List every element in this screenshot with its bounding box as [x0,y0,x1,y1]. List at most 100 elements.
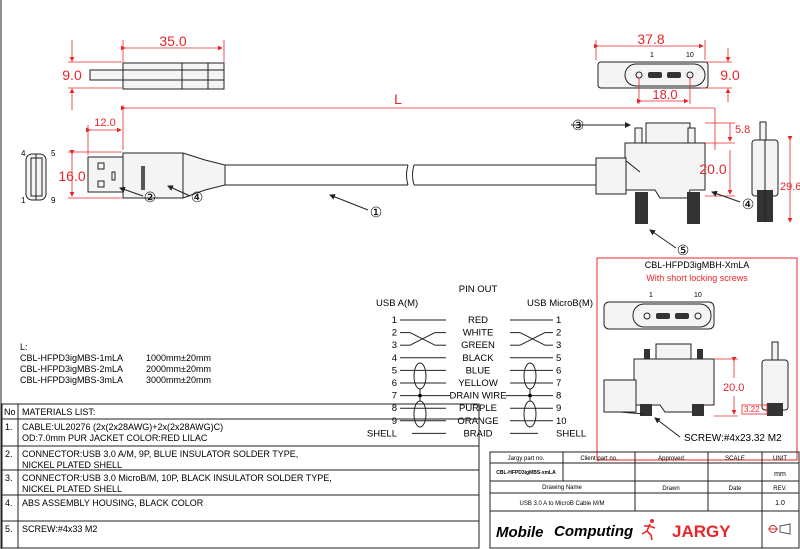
variant-screw-label: SCREW:#4x23.32 M2 [684,433,782,444]
wire-color: GREEN [461,340,495,351]
callout-2: ② [144,189,157,205]
pin-a: 2 [392,328,397,339]
tb-drawing-name-label: Drawing Name [542,485,582,491]
pin-a: SHELL [367,428,397,439]
material-description: CABLE:UL20276 (2x(2x28AWG)+2x(2x28AWG)C) [22,422,223,432]
dim-b-body: 20.0 [699,161,726,177]
material-number: 1. [5,422,13,432]
pinout-row: 2 WHITE 2 [392,328,562,339]
wire-color: DRAIN WIRE [450,391,507,402]
dim-a-width: 16.0 [58,168,85,184]
a-pin-9: 9 [51,196,56,205]
shield-pair [523,362,537,390]
material-description: NICKEL PLATED SHELL [22,484,122,494]
variant-dim-body: 20.0 [723,382,744,394]
b-pin-first: 1 [650,52,654,59]
runner-icon [641,519,656,541]
tb-unit: mm [774,471,786,478]
wire-color: BLACK [462,353,494,364]
length-part: CBL-HFPD3igMBS-3mLA [20,375,123,385]
dim-b-height: 9.0 [720,67,740,83]
pin-b: 5 [556,353,561,364]
callout-4: ④ [191,189,204,205]
pin-b: 8 [556,391,561,402]
callout-5: ⑤ [677,242,690,258]
pinout-left-header: USB A(M) [376,298,418,309]
pin-b: 1 [556,315,561,326]
drain-junction [418,393,422,398]
material-description: SCREW:#4x33 M2 [22,524,97,534]
pin-b: 9 [556,403,561,414]
pin-b: 7 [556,378,561,389]
wire-color: YELLOW [458,378,498,389]
variant-pin-last: 10 [694,292,702,299]
pin-a: 3 [392,340,397,351]
dim-b-side: 29.6 [780,181,800,193]
wire-color: BLUE [466,365,491,376]
logo-jargy: JARGY [672,522,731,541]
b-pin-last: 10 [686,52,694,59]
length-value: 3000mm±20mm [146,375,211,385]
pin-a: 8 [392,403,397,414]
material-number: 2. [5,449,13,459]
pin-a: 9 [392,416,397,427]
material-description: ABS ASSEMBLY HOUSING, BLACK COLOR [22,498,204,508]
material-description: CONNECTOR:USB 3.0 A/M, 9P, BLUE INSULATO… [22,449,298,459]
tb-unit-label: UNIT [773,456,787,462]
tb-drawn-label: Drawn [662,486,679,492]
wire-color: BRAID [463,428,492,439]
variant-frame [596,257,798,461]
shield-pair [413,400,427,428]
twisted-pair [409,332,546,346]
dim-a-plug: 12.0 [94,117,115,129]
tb-scale-label: SCALE [725,456,745,462]
pin-b: 2 [556,328,561,339]
callout-1: ① [370,204,383,220]
pin-a: 5 [392,365,397,376]
tb-approved-label: Approved [658,456,684,462]
wire-color: WHITE [463,328,494,339]
dim-a-length: 35.0 [159,33,186,49]
pinout-row: 9 ORANGE 10 [392,416,567,427]
materials-header: MATERIALS LIST: [22,407,95,417]
tb-rev-label: REV. [773,486,787,492]
pin-a: 7 [392,391,397,402]
pinout-row: 7 DRAIN WIRE 8 [392,391,562,402]
dim-b-length: 37.8 [637,31,664,47]
tb-rev: 1.0 [775,500,785,507]
pin-a: 1 [392,315,397,326]
tb-drawing-name: USB 3.0 A to MicroB Cable M/M [519,501,604,507]
variant-dim-screw: 3.22 [744,405,760,414]
pin-b: 3 [556,340,561,351]
microb-top-view [594,40,732,104]
callout-3: ③ [572,117,585,133]
tb-jargy-part: CBL-HFPD3igMBS-xmLA [496,470,556,476]
dim-b-screw-pitch: 18.0 [652,87,677,102]
pinout-row: 8 PURPLE 9 [392,403,562,414]
material-description: CONNECTOR:USB 3.0 MicroB/M, 10P, BLACK I… [22,473,332,483]
shield-pair [413,362,427,390]
pin-a: 6 [392,378,397,389]
pinout-row: 6 YELLOW 7 [392,378,562,389]
a-pin-5: 5 [51,149,56,158]
tb-client-part-label: Client part no. [580,456,618,462]
pin-b: 6 [556,365,561,376]
pinout-right-header: USB MicroB(M) [527,298,593,309]
dim-a-height: 9.0 [62,67,82,83]
a-pin-4: 4 [21,149,26,158]
material-number: 3. [5,473,13,483]
tb-jargy-part-label: Jargy part no. [508,456,545,462]
pin-b: 10 [556,416,567,427]
material-description: OD:7.0mm PUR JACKET COLOR:RED LILAC [22,433,208,443]
material-description: NICKEL PLATED SHELL [22,460,122,470]
variant-drawing [603,301,789,438]
lengths-label: L: [20,342,28,352]
wire-color: PURPLE [459,403,497,414]
wire-color: ORANGE [457,416,498,427]
shield-pair [523,400,537,428]
material-number: 5. [5,524,13,534]
